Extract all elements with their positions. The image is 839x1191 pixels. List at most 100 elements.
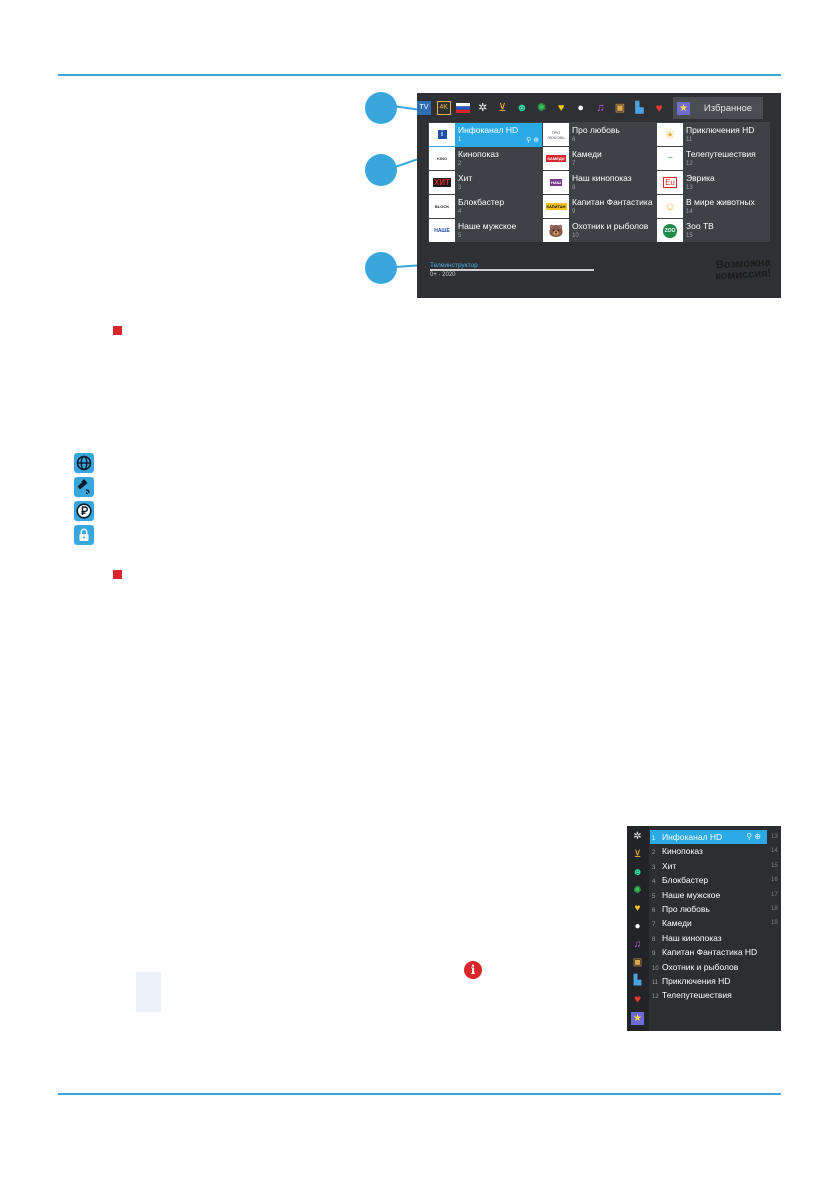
channel-logo: BLOCK [429,195,455,218]
channel-cell[interactable]: KINO Кинопоказ 2 [429,147,542,171]
channel-logo: Eu [657,171,683,194]
channel-number: 9 [572,209,576,215]
channel-name: Инфоканал HD [458,125,519,135]
channel-number: 8 [572,185,576,191]
theater-mask-icon[interactable]: ☻ [632,867,643,878]
channel-cell[interactable]: ZOO Зоо ТВ 15 [657,219,770,243]
channel-cell[interactable]: 🐻 Охотник и рыболов 10 [543,219,656,243]
theater-mask-icon[interactable]: ☻ [516,102,528,114]
list-number: 19 [771,920,778,927]
channel-cell[interactable]: КАМЕДИ Камеди 7 [543,147,656,171]
background-poster-text: Возможна комиссия! [715,257,771,283]
globe-icon [74,453,94,473]
channel-cell[interactable]: i Инфоканал HD 1 ⚲ ⊕ [429,123,542,147]
film-reel-icon[interactable]: ✲ [478,102,488,114]
tv-channel-grid-screenshot: Возможна комиссия! TV 4K ✲ ⊻ ☻ ✺ ♥ ● ♫ ▣… [417,93,781,298]
channel-cell[interactable]: ☀ Приключения HD 11 [657,123,770,147]
channel-name: Камеди [572,149,602,159]
channel-number: 2 [458,161,462,167]
channel-number: 4 [458,209,462,215]
channel-name: Кинопоказ [458,149,499,159]
section-marker-1 [113,326,122,335]
channel-number: 3 [458,185,462,191]
satellite-icon: ⚲ ⊕ [526,137,539,144]
satellite-icon [74,477,94,497]
heart-icon[interactable]: ♥ [655,101,663,115]
channel-cell[interactable]: ~ Телепутешествия 12 [657,147,770,171]
favorites-label: Избранное [703,102,753,114]
channel-name: Блокбастер [458,197,505,207]
channel-logo: ZOO [657,219,683,242]
music-note-icon[interactable]: ♫ [596,102,605,114]
bottom-rule [58,1093,781,1095]
callout-line-1 [394,105,420,111]
balloon-icon[interactable]: ♥ [557,102,565,114]
channel-cell[interactable]: Eu Эврика 13 [657,171,770,195]
music-note-icon[interactable]: ♫ [633,939,642,950]
ruble-icon [74,501,94,521]
film-reel-icon[interactable]: ✲ [633,831,642,842]
star-icon[interactable]: ★ [631,1012,644,1025]
briefcase-icon[interactable]: ▣ [632,957,643,968]
favorites-tab[interactable]: ★ Избранное [672,97,763,119]
soccer-ball-icon[interactable]: ● [634,921,641,932]
channel-cell[interactable]: КАПИТАН Капитан Фантастика 9 [543,195,656,219]
channel-number: 5 [458,233,462,239]
channel-logo: ХИТ [429,171,455,194]
channel-logo: КАПИТАН [543,195,569,218]
briefcase-icon[interactable]: ▣ [614,102,626,114]
callout-marker-1 [365,92,397,124]
channel-cell[interactable]: ХИТ Хит 3 [429,171,542,195]
chart-icon[interactable]: ▙ [633,975,642,986]
channel-logo: 🐻 [543,219,569,242]
4k-icon[interactable]: 4K [436,101,451,115]
channel-cell[interactable]: НАШЕ Наше мужское 5 [429,219,542,243]
program-progress-bar [430,269,594,271]
channel-number: 14 [686,209,693,215]
top-rule [58,74,781,76]
category-bar[interactable]: TV 4K ✲ ⊻ ☻ ✺ ♥ ● ♫ ▣ ▙ ♥ ★ Избранное [417,97,774,119]
channel-cell[interactable]: BLOCK Блокбастер 4 [429,195,542,219]
tv-icon[interactable]: TV [417,101,431,115]
program-title: Телеинструктор [430,262,478,269]
category-sidebar[interactable]: ✲ ⊻ ☻ ✺ ♥ ● ♫ ▣ ▙ ♥ ★ [627,826,649,1031]
channel-number: 11 [686,137,693,143]
pale-highlight-box [136,972,161,1012]
balloon-icon[interactable]: ♥ [634,903,641,914]
callout-marker-3 [365,252,397,284]
channel-logo: ПРО ЛЮБОВЬ [543,123,569,146]
channel-cell[interactable]: ПРО ЛЮБОВЬ Про любовь 6 [543,123,656,147]
cart-icon[interactable]: ⊻ [633,849,642,860]
channel-logo: НАШ [543,171,569,194]
list-number: 17 [771,891,778,898]
chart-icon[interactable]: ▙ [635,102,644,114]
channel-logo: ☀ [657,123,683,146]
channel-name: Про любовь [572,125,620,135]
channel-number: 7 [572,161,576,167]
channel-cell[interactable]: НАШ Наш кинопоказ 8 [543,171,656,195]
russia-flag-icon[interactable] [456,101,471,115]
heart-icon[interactable]: ♥ [633,991,642,1006]
channel-name: Капитан Фантастика [572,197,653,207]
callout-marker-2 [365,154,397,186]
section-marker-2 [113,570,122,579]
channel-cell[interactable]: ☺ В мире животных 14 [657,195,770,219]
science-icon[interactable]: ✺ [536,102,547,114]
channel-logo: ☺ [657,195,683,218]
science-icon[interactable]: ✺ [633,885,642,896]
soccer-ball-icon[interactable]: ● [577,102,585,114]
channel-name: Наш кинопоказ [572,173,632,183]
cart-icon[interactable]: ⊻ [498,102,507,114]
